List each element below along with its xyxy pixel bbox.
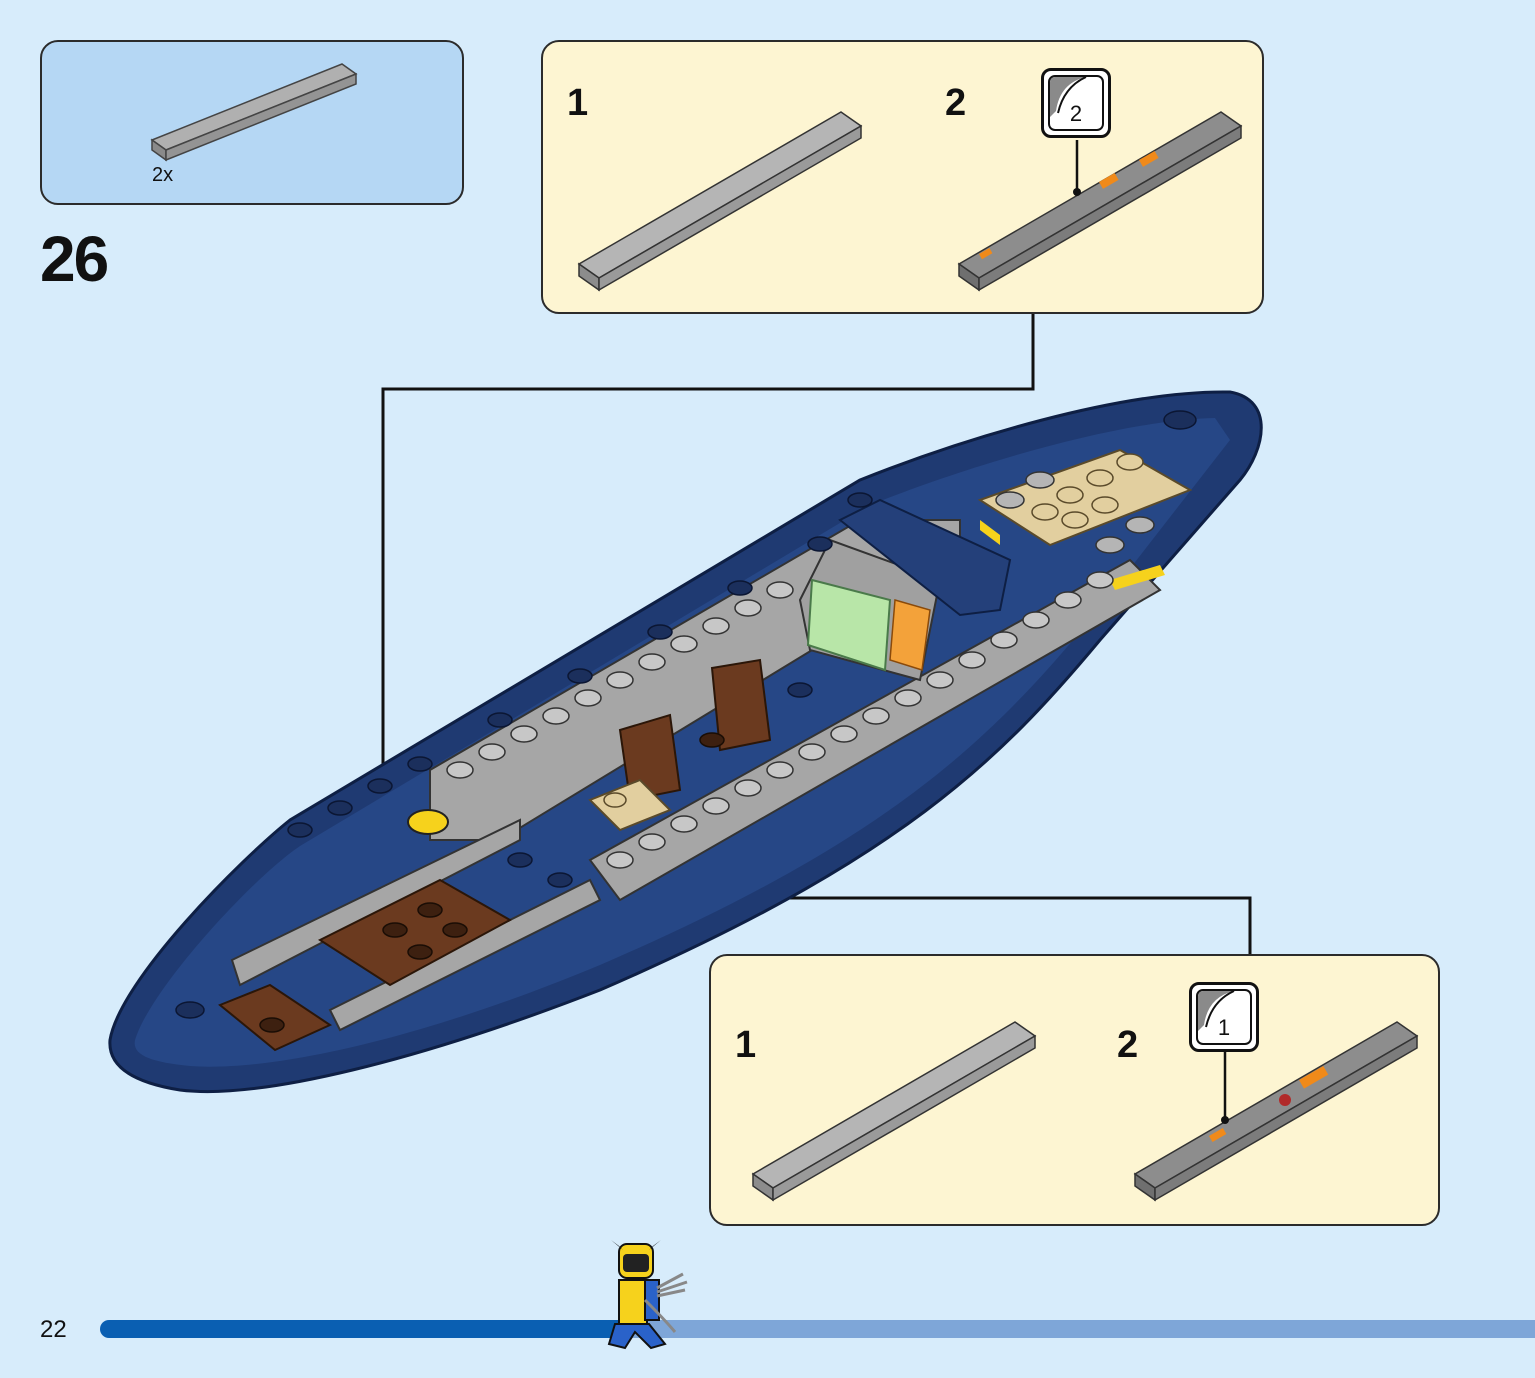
step-number: 26 (40, 223, 109, 295)
placement-line-bottom (604, 896, 1252, 954)
sticker-number: 1 (1217, 1015, 1231, 1040)
substep-2-number: 2 (945, 82, 967, 124)
sticker-sheet-icon (1050, 77, 1087, 117)
sticker-callout-2: 2 (1041, 68, 1111, 138)
substep-1-number: 1 (567, 82, 589, 124)
progress-bar-remaining (618, 1320, 1535, 1338)
sticker-callout-1: 1 (1189, 982, 1259, 1052)
tile-images (751, 1021, 1419, 1202)
sticker-number: 2 (1069, 101, 1083, 126)
part-quantity: 2x (152, 164, 174, 186)
gray-tile-part-image (150, 63, 358, 162)
progress-bar-completed (100, 1320, 620, 1338)
parts-list-panel: 2x (40, 40, 464, 205)
page-number: 22 (40, 1316, 67, 1343)
submodel-bottom-panel: 1 2 1 (709, 954, 1440, 1226)
placement-line-top (381, 314, 1035, 852)
submodel-top-panel: 1 2 2 (541, 40, 1264, 314)
arrow-down-icon (370, 840, 396, 866)
arrow-left-icon (590, 885, 618, 911)
tile-images (577, 111, 1243, 292)
